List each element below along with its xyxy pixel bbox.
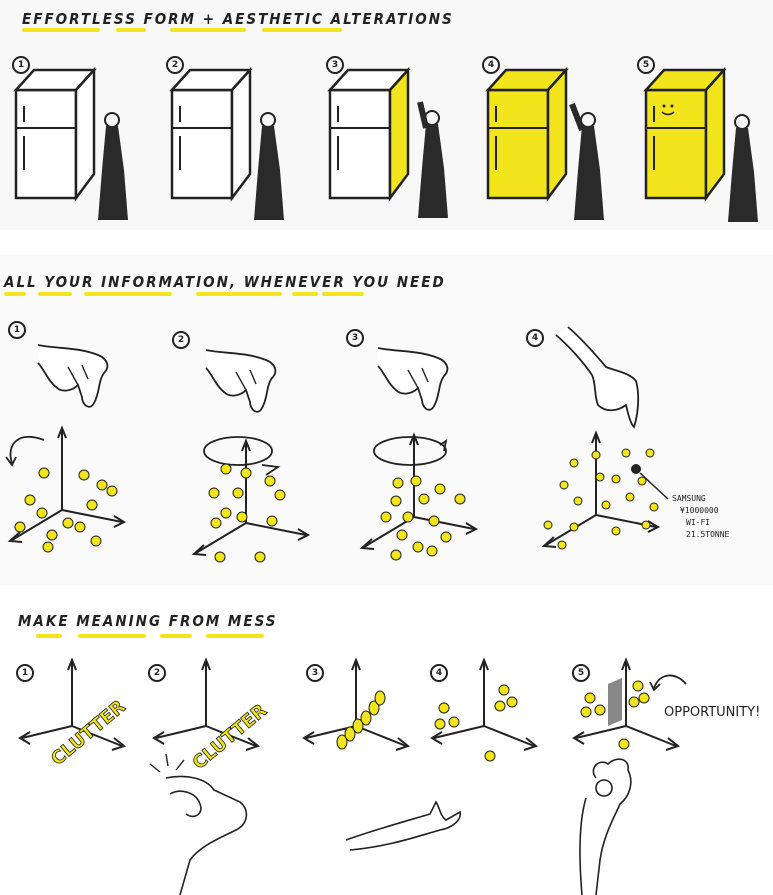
section-form-alterations: EFFORTLESS FORM + AESTHETIC ALTERATIONS … <box>0 0 773 230</box>
annotation-line: SAMSUNG <box>672 494 706 503</box>
step-number: 2 <box>148 664 166 682</box>
step-number: 5 <box>572 664 590 682</box>
section-information: ALL YOUR INFORMATION, WHENEVER YOU NEED … <box>0 255 773 585</box>
step-number: 2 <box>172 331 190 349</box>
annotation-line: 21.5TONNE <box>686 530 730 539</box>
step-number: 4 <box>430 664 448 682</box>
data-points-cluster <box>14 467 118 553</box>
fridge-yellow <box>486 68 568 200</box>
fridge-partly-yellow <box>328 68 410 200</box>
selected-data-point <box>631 464 641 474</box>
step-number: 1 <box>16 664 34 682</box>
fridge-yellow-smiling <box>644 68 726 200</box>
fridge-sequence-drawing <box>14 68 759 223</box>
step-number: 1 <box>8 321 26 339</box>
step-number: 3 <box>326 56 344 74</box>
annotation-line: ¥1000000 <box>680 506 719 515</box>
pinch-hand <box>165 775 248 895</box>
organized-clusters <box>434 684 518 762</box>
opportunity-label: OPPORTUNITY! <box>664 705 760 720</box>
fridge-plain <box>14 68 96 200</box>
ok-gesture-hand <box>592 758 632 895</box>
info-sequence-drawing: SAMSUNG ¥1000000 WI-FI 21.5TONNE <box>5 326 730 563</box>
step-number: 5 <box>637 56 655 74</box>
step-number: 2 <box>166 56 184 74</box>
section-heading: MAKE MEANING FROM MESS <box>18 612 278 630</box>
open-hand <box>345 800 462 851</box>
step-number: 3 <box>306 664 324 682</box>
opportunity-gap <box>608 678 622 726</box>
compressed-cluster <box>336 690 386 750</box>
step-number: 4 <box>482 56 500 74</box>
section-heading: EFFORTLESS FORM + AESTHETIC ALTERATIONS <box>22 10 454 28</box>
fridge-plain <box>170 68 252 200</box>
clutter-word: CLUTTER <box>47 696 129 770</box>
clutter-word-compressed: CLUTTER <box>189 700 271 774</box>
step-number: 3 <box>346 329 364 347</box>
meaning-sequence-drawing: CLUTTER CLUTTER OPPORTUNITY! <box>19 659 760 895</box>
section-meaning-from-mess: MAKE MEANING FROM MESS 1 2 3 4 5 CLUTTER… <box>0 598 773 895</box>
step-number: 4 <box>526 329 544 347</box>
section-heading: ALL YOUR INFORMATION, WHENEVER YOU NEED <box>4 273 446 291</box>
step-number: 1 <box>12 56 30 74</box>
data-annotation: SAMSUNG ¥1000000 WI-FI 21.5TONNE <box>672 494 730 539</box>
annotation-line: WI-FI <box>686 518 710 527</box>
